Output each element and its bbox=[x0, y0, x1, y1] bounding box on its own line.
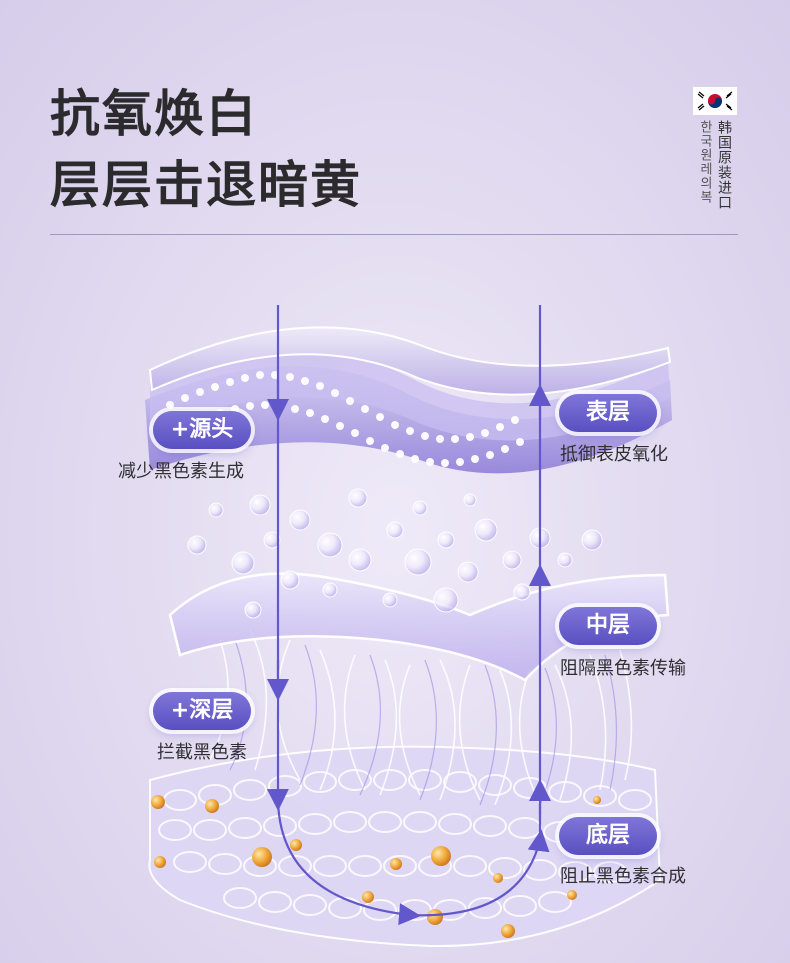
source-caption: 减少黑色素生成 bbox=[118, 461, 244, 482]
active-bubbles bbox=[187, 488, 603, 619]
page-title-line-2: 层层击退暗黄 bbox=[50, 156, 362, 214]
base-caption: 阻止黑色素合成 bbox=[560, 866, 686, 887]
korean-subtext: 한국원레의복 bbox=[697, 120, 712, 204]
surface-pill: 表层 bbox=[559, 394, 657, 432]
fiber-strands bbox=[209, 629, 633, 806]
deep-pill: +深层 bbox=[153, 692, 251, 730]
deep-caption: 拦截黑色素 bbox=[157, 742, 247, 763]
south-korea-flag-icon bbox=[693, 87, 737, 115]
surface-caption: 抵御表皮氧化 bbox=[560, 444, 668, 465]
middle-caption: 阻隔黑色素传输 bbox=[560, 658, 686, 679]
header-divider bbox=[50, 234, 738, 235]
flow-arrow-icon bbox=[266, 305, 551, 926]
page-title-line-1: 抗氧焕白 bbox=[50, 85, 258, 143]
import-badge-text: 韩国原装进口 bbox=[716, 120, 732, 210]
middle-pill: 中层 bbox=[559, 607, 657, 645]
source-pill: +源头 bbox=[153, 411, 251, 449]
base-pill: 底层 bbox=[559, 817, 657, 855]
middle-membrane bbox=[168, 572, 670, 682]
skin-layers-illustration bbox=[145, 305, 672, 948]
